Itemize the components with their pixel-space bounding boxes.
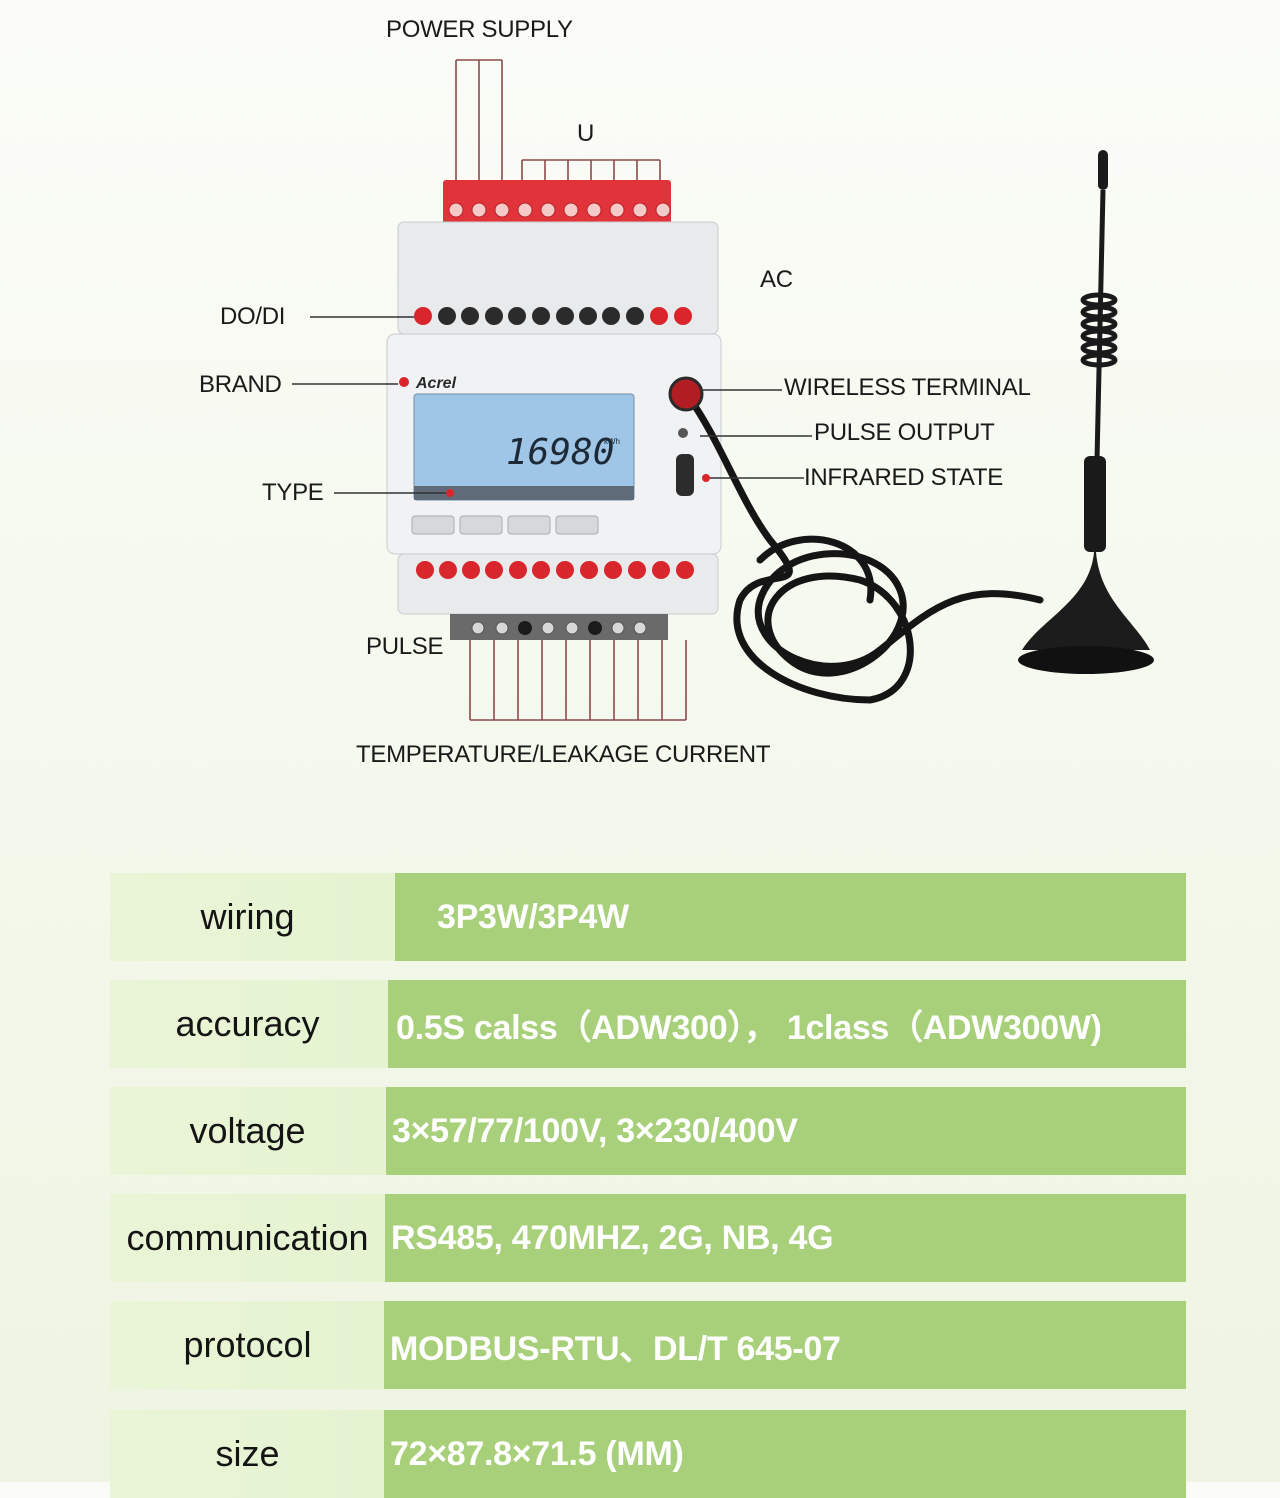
label-temperature-leakage: TEMPERATURE/LEAKAGE CURRENT xyxy=(356,741,771,768)
device-diagram: Acrel 16980 kWh POWER SUPPLY U AC DO/DI … xyxy=(199,16,1154,768)
brand-dot xyxy=(399,377,409,387)
spec-value: 3×57/77/100V, 3×230/400V xyxy=(386,1087,1186,1175)
spec-key: voltage xyxy=(189,1110,306,1151)
antenna-cable xyxy=(684,392,1044,704)
spec-row-protocol: protocol MODBUS-RTU、DL/T 645-07 xyxy=(110,1301,1186,1389)
label-power-supply: POWER SUPPLY xyxy=(386,16,573,43)
power-supply-wires xyxy=(455,59,503,180)
spec-key: accuracy xyxy=(175,1003,320,1044)
pulse-led xyxy=(678,428,688,438)
spec-value: 0.5S calss（ADW300）， 1class（ADW300W) xyxy=(388,980,1186,1068)
label-ac: AC xyxy=(760,266,793,293)
label-pulse-output: PULSE OUTPUT xyxy=(814,419,995,446)
brand-logo: Acrel xyxy=(415,375,457,392)
spec-key: size xyxy=(215,1433,280,1474)
meter-illustration: Acrel 16980 kWh xyxy=(292,59,1154,721)
spec-value: 72×87.8×71.5 (MM) xyxy=(384,1410,1186,1498)
spec-key: communication xyxy=(126,1217,369,1258)
voltage-wires xyxy=(521,159,661,182)
label-type: TYPE xyxy=(262,479,324,506)
spec-row-accuracy: accuracy 0.5S calss（ADW300）， 1class（ADW3… xyxy=(110,980,1186,1068)
antenna xyxy=(1018,150,1154,674)
spec-key: wiring xyxy=(200,896,295,937)
infrared-window xyxy=(676,454,694,496)
front-buttons xyxy=(411,515,599,535)
spec-row-size: size 72×87.8×71.5 (MM) xyxy=(110,1410,1186,1498)
display-unit: kWh xyxy=(604,437,620,446)
bottom-terminals xyxy=(416,561,694,579)
spec-value: MODBUS-RTU、DL/T 645-07 xyxy=(384,1301,1186,1389)
label-pulse: PULSE xyxy=(366,633,444,660)
leader-lines xyxy=(292,316,812,494)
spec-key: protocol xyxy=(183,1324,312,1365)
label-brand: BRAND xyxy=(199,371,282,398)
label-u: U xyxy=(577,120,595,147)
type-dot xyxy=(446,489,454,497)
label-infrared-state: INFRARED STATE xyxy=(804,464,1003,491)
spec-value: RS485, 470MHZ, 2G, NB, 4G xyxy=(385,1194,1186,1282)
label-do-di: DO/DI xyxy=(220,303,286,330)
temperature-wires xyxy=(469,640,687,721)
lcd-screen xyxy=(413,393,635,501)
infrared-dot xyxy=(702,474,710,482)
top-terminal-block xyxy=(443,180,671,226)
spec-row-communication: communication RS485, 470MHZ, 2G, NB, 4G xyxy=(110,1194,1186,1282)
spec-row-wiring: wiring 3P3W/3P4W xyxy=(110,873,1186,961)
spec-row-voltage: voltage 3×57/77/100V, 3×230/400V xyxy=(110,1087,1186,1175)
do-di-terminals xyxy=(414,307,692,325)
label-wireless-terminal: WIRELESS TERMINAL xyxy=(784,374,1031,401)
spec-value: 3P3W/3P4W xyxy=(395,873,1186,961)
display-reading: 16980 xyxy=(506,432,614,473)
wireless-terminal-connector xyxy=(668,376,704,412)
